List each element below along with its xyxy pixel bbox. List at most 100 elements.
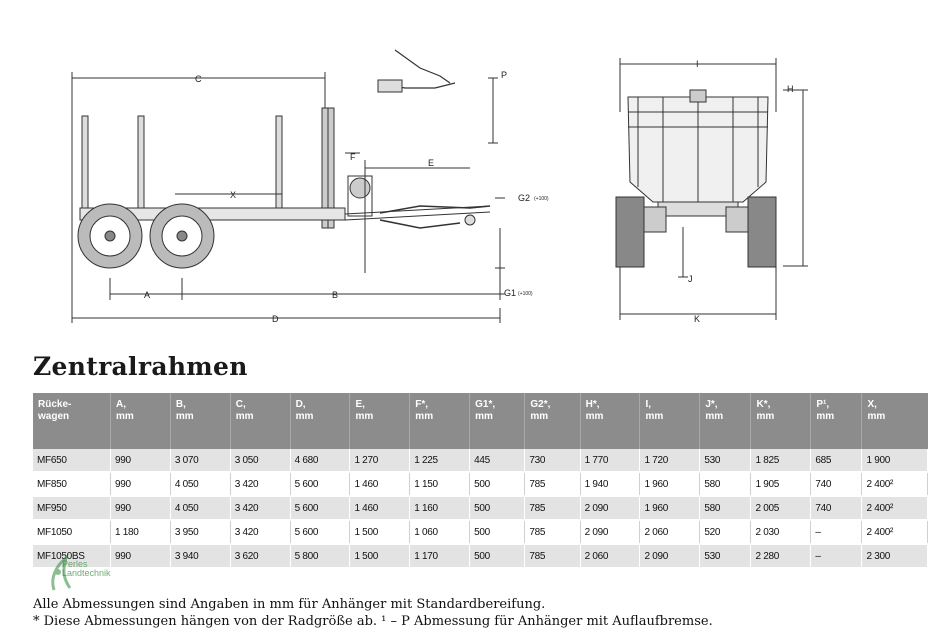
value-cell: 2 400²	[861, 496, 928, 521]
value-cell: 3 050	[230, 449, 291, 473]
value-cell: 530	[699, 544, 752, 569]
value-cell: 785	[524, 496, 581, 521]
value-cell: 4 680	[290, 449, 351, 473]
value-cell: 990	[110, 544, 171, 569]
value-cell: 2 300	[861, 544, 928, 569]
value-cell: 685	[810, 449, 863, 473]
value-cell: 1 960	[639, 472, 701, 497]
value-cell: 1 460	[349, 472, 411, 497]
label-B: B	[332, 290, 338, 300]
column-header: G2*,mm	[524, 393, 581, 449]
table-header-row: Rücke-wagen A,mm B,mm C,mm D,mm E,mm F*,…	[33, 393, 928, 449]
column-header: E,mm	[349, 393, 411, 449]
column-header: I,mm	[639, 393, 701, 449]
value-cell: 1 500	[349, 544, 411, 569]
model-cell: MF850	[33, 472, 111, 497]
value-cell: 2 005	[750, 496, 812, 521]
value-cell: 530	[699, 449, 752, 473]
label-P: P	[501, 70, 507, 80]
value-cell: 5 600	[290, 520, 351, 545]
value-cell: 500	[469, 472, 526, 497]
value-cell: 990	[110, 472, 171, 497]
rear-view-drawing: I H J K	[615, 58, 808, 324]
column-header: A,mm	[110, 393, 171, 449]
value-cell: 4 050	[170, 472, 231, 497]
column-header: J*,mm	[699, 393, 752, 449]
value-cell: 3 620	[230, 544, 291, 569]
column-header: G1*,mm	[469, 393, 526, 449]
value-cell: 1 720	[639, 449, 701, 473]
column-header: X,mm	[861, 393, 928, 449]
value-cell: 5 600	[290, 496, 351, 521]
column-header: C,mm	[230, 393, 291, 449]
value-cell: 1 170	[409, 544, 471, 569]
model-cell: MF1050	[33, 520, 111, 545]
value-cell: 2 060	[580, 544, 641, 569]
label-H: H	[787, 84, 794, 94]
label-C: C	[195, 74, 202, 84]
model-cell: MF950	[33, 496, 111, 521]
column-header: D,mm	[290, 393, 351, 449]
value-cell: 3 950	[170, 520, 231, 545]
value-cell: 445	[469, 449, 526, 473]
value-cell: 3 420	[230, 520, 291, 545]
value-cell: 520	[699, 520, 752, 545]
value-cell: –	[810, 520, 863, 545]
value-cell: 2 280	[750, 544, 812, 569]
column-header: P¹,mm	[810, 393, 863, 449]
value-cell: 1 225	[409, 449, 471, 473]
value-cell: 1 460	[349, 496, 411, 521]
value-cell: 5 800	[290, 544, 351, 569]
value-cell: 2 060	[639, 520, 701, 545]
value-cell: 580	[699, 472, 752, 497]
column-header: B,mm	[170, 393, 231, 449]
value-cell: 2 090	[580, 520, 641, 545]
value-cell: 785	[524, 520, 581, 545]
value-cell: 785	[524, 544, 581, 569]
value-cell: 1 940	[580, 472, 641, 497]
value-cell: 1 150	[409, 472, 471, 497]
value-cell: 580	[699, 496, 752, 521]
value-cell: 740	[810, 496, 863, 521]
value-cell: 990	[110, 449, 171, 473]
model-cell: MF650	[33, 449, 111, 473]
value-cell: 3 940	[170, 544, 231, 569]
label-I: I	[696, 59, 699, 69]
dimensions-table: Rücke-wagen A,mm B,mm C,mm D,mm E,mm F*,…	[33, 393, 928, 569]
footnote-wheel-size: * Diese Abmessungen hängen von der Radgr…	[33, 614, 713, 629]
value-cell: 500	[469, 544, 526, 569]
label-D: D	[272, 314, 279, 324]
column-header: H*,mm	[580, 393, 641, 449]
model-cell: MF1050BS	[33, 544, 111, 569]
label-G1: G1	[504, 288, 516, 298]
value-cell: 740	[810, 472, 863, 497]
side-view-drawing: C X A B D E F P G2 (+100) G1 (+100)	[71, 49, 549, 324]
label-G2: G2	[518, 193, 530, 203]
value-cell: 500	[469, 520, 526, 545]
label-K: K	[694, 314, 700, 324]
label-F: F	[350, 152, 356, 162]
value-cell: 500	[469, 496, 526, 521]
column-header: K*,mm	[750, 393, 812, 449]
value-cell: 2 030	[750, 520, 812, 545]
column-header: F*,mm	[409, 393, 471, 449]
value-cell: 2 400²	[861, 520, 928, 545]
footnote-standard: Alle Abmessungen sind Angaben in mm für …	[33, 597, 546, 612]
value-cell: 730	[524, 449, 581, 473]
value-cell: 2 090	[580, 496, 641, 521]
value-cell: 3 420	[230, 472, 291, 497]
value-cell: 1 160	[409, 496, 471, 521]
label-A: A	[144, 290, 150, 300]
value-cell: 1 825	[750, 449, 812, 473]
value-cell: 1 270	[349, 449, 411, 473]
value-cell: 2 090	[639, 544, 701, 569]
value-cell: 785	[524, 472, 581, 497]
watermark-text: Perles Landtechnik	[62, 559, 111, 578]
value-cell: 1 770	[580, 449, 641, 473]
value-cell: 990	[110, 496, 171, 521]
value-cell: 4 050	[170, 496, 231, 521]
